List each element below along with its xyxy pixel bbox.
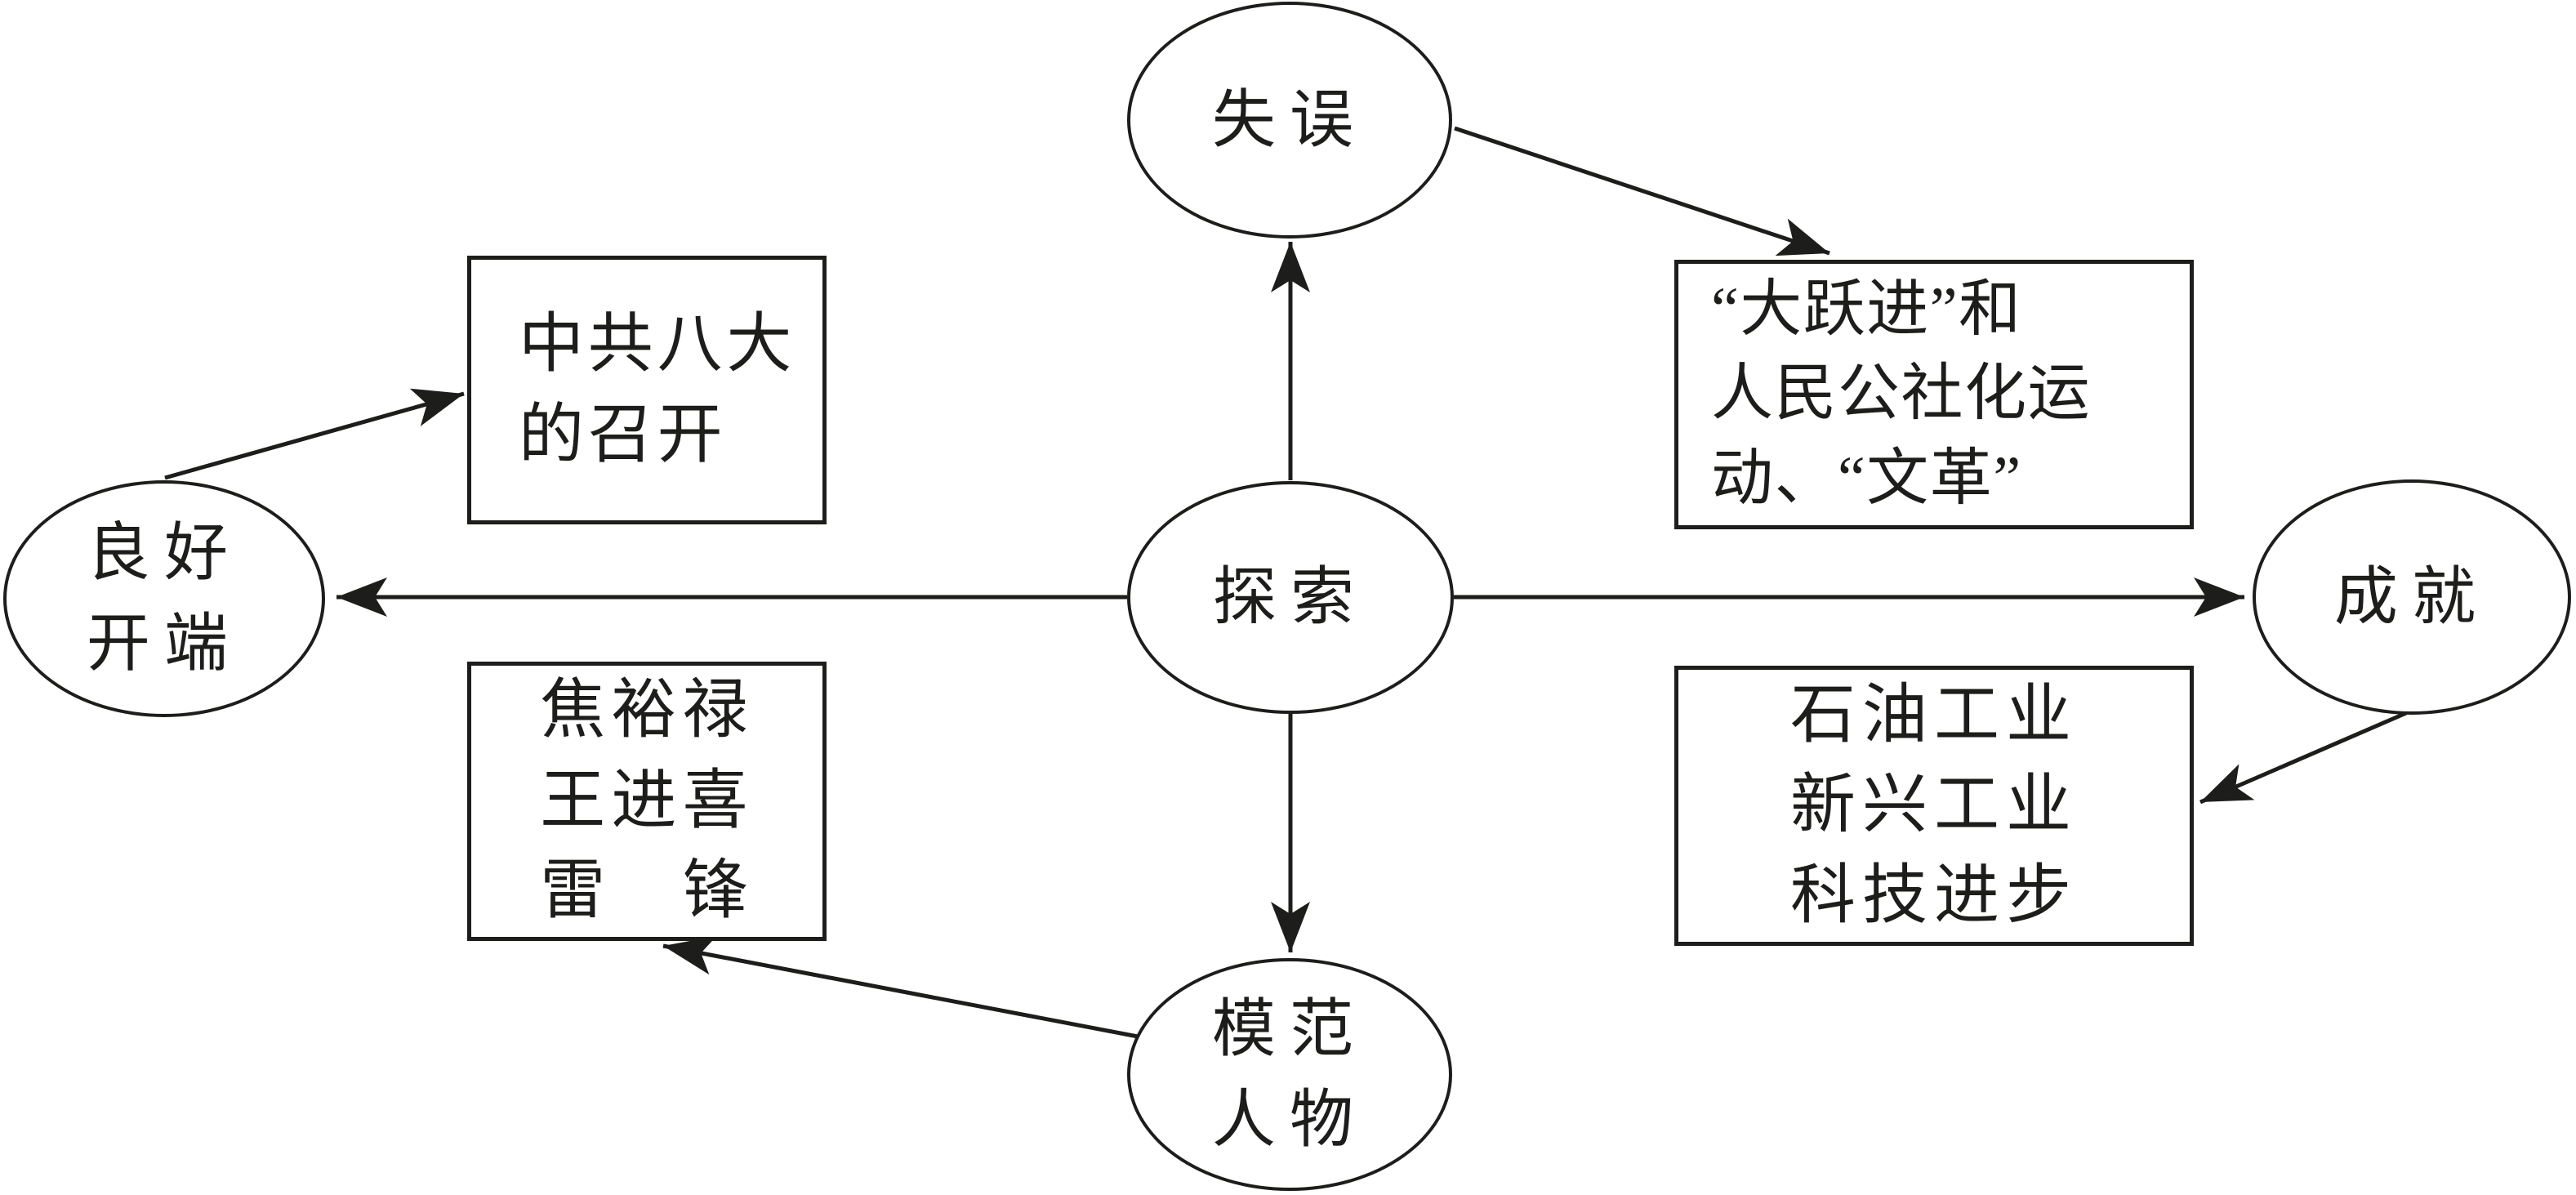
box-achv-items: 石油工业 新兴工业 科技进步	[1674, 666, 2194, 946]
box-leap-line-1: “大跃进”和	[1711, 274, 2022, 344]
box-congress-line-2: 的召开	[519, 399, 727, 471]
node-good-start-line-1: 良好	[86, 517, 243, 589]
box-models-line-3: 雷 锋	[540, 855, 754, 928]
node-good-start: 良好 开端	[3, 480, 325, 717]
node-achievements: 成就	[2253, 479, 2571, 715]
box-achv-items-line-1: 石油工业	[1790, 679, 2078, 751]
arrow-model-figures-to-box-models	[662, 936, 1139, 1039]
box-models-line-2: 王进喜	[540, 765, 754, 837]
node-good-start-line-2: 开端	[86, 608, 243, 679]
node-mistakes-label: 失误	[1211, 83, 1368, 155]
box-congress-line-1: 中共八大	[519, 309, 796, 381]
node-explore-label: 探索	[1212, 561, 1369, 633]
arrow-mistakes-to-box-leap	[1454, 126, 1830, 256]
box-achv-items-line-3: 科技进步	[1790, 859, 2078, 932]
box-leap: “大跃进”和 人民公社化运 动、“文革”	[1674, 260, 2194, 529]
box-achv-items-line-2: 新兴工业	[1790, 769, 2078, 842]
node-achievements-label: 成就	[2333, 560, 2490, 632]
node-explore: 探索	[1127, 481, 1454, 714]
node-model-figures: 模范 人物	[1127, 958, 1452, 1191]
node-model-figures-line-2: 人物	[1211, 1083, 1368, 1155]
box-models: 焦裕禄 王进喜 雷 锋	[467, 662, 827, 941]
arrow-good-start-to-box-congress	[164, 388, 465, 480]
box-leap-line-2: 人民公社化运	[1711, 359, 2092, 429]
box-models-line-1: 焦裕禄	[540, 675, 754, 747]
box-leap-line-3: 动、“文革”	[1711, 444, 2022, 513]
node-model-figures-line-1: 模范	[1211, 992, 1368, 1064]
arrow-achievements-to-box-achv	[2199, 711, 2407, 805]
box-congress: 中共八大 的召开	[467, 256, 827, 524]
node-mistakes: 失误	[1127, 2, 1452, 239]
